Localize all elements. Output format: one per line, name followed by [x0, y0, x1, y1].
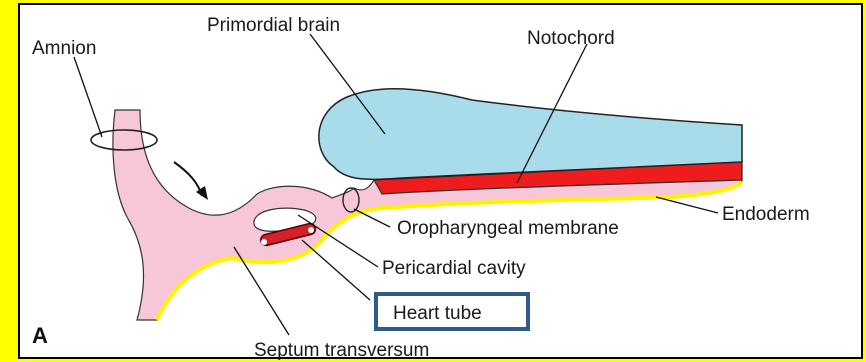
label-heart-tube: Heart tube: [393, 303, 482, 324]
panel-letter: A: [32, 323, 48, 348]
figure-frame: Amnion Primordial brain Notochord Endode…: [18, 3, 863, 359]
leader-oropharyngeal: [354, 209, 390, 227]
label-oropharyngeal-membrane: Oropharyngeal membrane: [397, 218, 619, 239]
label-notochord: Notochord: [527, 28, 615, 49]
leader-heart-tube: [302, 240, 370, 300]
label-septum-transversum: Septum transversum: [254, 340, 429, 361]
label-amnion: Amnion: [32, 38, 96, 59]
embryo-diagram: Amnion Primordial brain Notochord Endode…: [20, 5, 865, 361]
leader-endoderm: [656, 197, 718, 213]
label-endoderm: Endoderm: [722, 204, 810, 225]
heart-tube-end-right: [308, 227, 314, 233]
label-primordial-brain: Primordial brain: [207, 15, 340, 36]
heart-tube-end-left: [261, 239, 267, 245]
label-pericardial-cavity: Pericardial cavity: [382, 258, 526, 279]
leader-amnion: [74, 57, 102, 137]
